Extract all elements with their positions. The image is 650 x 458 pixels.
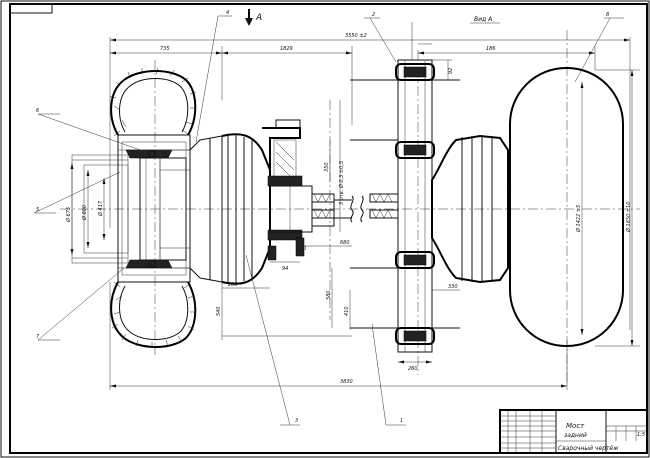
svg-text:А: А [255, 13, 262, 23]
leader-3: 3 [245, 254, 300, 426]
svg-text:3 отв. Ø 0,3 ±0,5: 3 отв. Ø 0,3 ±0,5 [338, 161, 345, 205]
title-name-line1: Мост [566, 422, 585, 430]
svg-text:6: 6 [36, 108, 39, 114]
leader-5: 5 [33, 171, 121, 214]
svg-text:92: 92 [448, 68, 454, 74]
svg-text:Ø 800: Ø 800 [81, 205, 88, 221]
svg-text:3: 3 [295, 418, 298, 424]
dim-overall-label: 3550 ±2 [345, 33, 367, 39]
frame-rails [350, 59, 460, 353]
svg-text:Ø 417: Ø 417 [97, 200, 104, 217]
right-housing [431, 134, 510, 284]
drawing-frame [9, 3, 648, 454]
left-wheel-section [71, 67, 197, 348]
svg-text:5: 5 [36, 207, 39, 213]
svg-text:680: 680 [340, 240, 350, 246]
svg-text:Ø 1650 ±10: Ø 1650 ±10 [625, 202, 632, 233]
right-wheel [509, 67, 624, 347]
leader-6: 6 [36, 108, 147, 153]
svg-text:350: 350 [324, 162, 330, 172]
leader-2: 2 [364, 12, 397, 63]
dim-bottom: 3830 [109, 282, 568, 390]
nut-group-left [311, 193, 335, 227]
dim-1829: 1829 [221, 46, 353, 125]
svg-text:410: 410 [344, 306, 350, 316]
svg-text:30: 30 [300, 246, 306, 252]
svg-text:7: 7 [36, 334, 40, 340]
svg-text:94: 94 [282, 266, 288, 272]
small-dims: 280 94 680 30 330 260 [222, 240, 460, 372]
svg-text:735: 735 [160, 46, 170, 52]
centre-dims: 3 отв. Ø 0,3 ±0,5 350 580 410 540 [216, 100, 352, 340]
leader-8: 8 [574, 12, 624, 83]
right-dims: Ø 1650 ±10 Ø 1422 ±5 92 [432, 59, 640, 347]
svg-text:540: 540 [216, 306, 222, 316]
svg-text:3830: 3830 [340, 379, 353, 385]
leader-4: 4 [195, 10, 232, 143]
svg-text:Ø 675: Ø 675 [65, 207, 72, 223]
view-direction-arrow: А [245, 9, 262, 26]
title-name-line3: Сварочный чертёж [558, 445, 619, 452]
svg-text:330: 330 [448, 284, 458, 290]
dim-overall: 3550 ±2 [109, 33, 631, 330]
title-block: Мост задний Сварочный чертёж 1:5 [499, 409, 648, 454]
left-diameter-dims: Ø 675 Ø 800 Ø 417 [65, 163, 106, 255]
svg-text:580: 580 [326, 290, 332, 300]
svg-text:8: 8 [606, 12, 609, 18]
svg-text:260: 260 [408, 366, 418, 372]
svg-text:186: 186 [486, 46, 496, 52]
leader-7: 7 [36, 267, 125, 341]
corner-stamp [9, 3, 53, 14]
dim-186: 186 [418, 46, 596, 70]
axle-housing [189, 119, 399, 285]
svg-text:1829: 1829 [280, 46, 293, 52]
leader-1: 1 [371, 323, 406, 426]
svg-text:Ø 1422 ±5: Ø 1422 ±5 [575, 205, 582, 233]
svg-text:2: 2 [372, 12, 375, 18]
title-name-line2: задний [564, 432, 587, 439]
svg-text:1: 1 [400, 418, 403, 424]
view-label: Вид А [474, 16, 492, 23]
svg-text:4: 4 [226, 10, 229, 16]
title-scale: 1:5 [637, 432, 645, 438]
svg-text:280: 280 [228, 282, 238, 288]
dim-735: 735 [110, 46, 222, 55]
